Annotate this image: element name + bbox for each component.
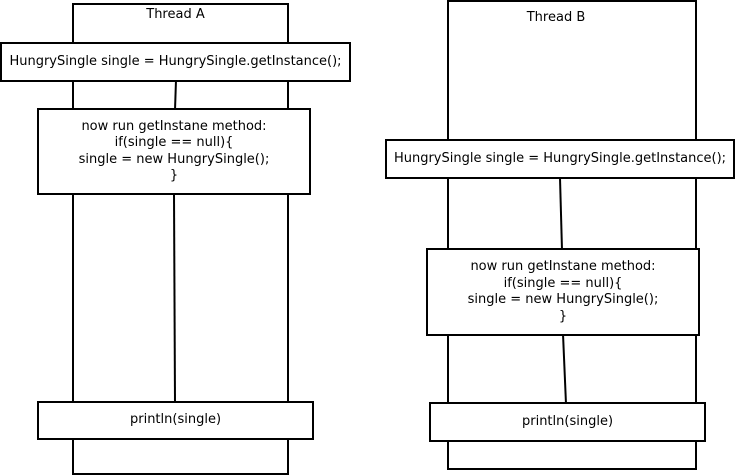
thread-a-print-box: println(single) <box>37 401 314 440</box>
method-line-1: now run getInstane method: <box>470 259 656 274</box>
method-line-1: now run getInstane method: <box>81 118 267 134</box>
thread-a-connector-2 <box>173 193 176 404</box>
thread-b-connector-2 <box>562 333 567 405</box>
thread-a-call-box: HungrySingle single = HungrySingle.getIn… <box>0 42 351 82</box>
thread-b-method-box: now run getInstane method: if(single == … <box>426 248 700 336</box>
thread-b-column <box>447 0 697 470</box>
thread-a-title: Thread A <box>146 7 205 22</box>
thread-a-connector-1 <box>174 79 177 111</box>
thread-a-call-text: HungrySingle single = HungrySingle.getIn… <box>9 53 342 69</box>
method-line-4: } <box>558 308 568 324</box>
thread-b-print-box: println(single) <box>429 402 706 442</box>
thread-b-title: Thread B <box>526 10 586 25</box>
thread-b-call-text: HungrySingle single = HungrySingle.getIn… <box>393 150 727 166</box>
method-line-2: if(single == null){ <box>114 135 234 150</box>
thread-b-print-text: println(single) <box>521 413 614 429</box>
method-line-3: single = new HungrySingle(); <box>78 151 270 167</box>
method-line-2: if(single == null){ <box>503 275 623 291</box>
thread-a-print-text: println(single) <box>129 412 222 428</box>
thread-a-column <box>72 3 289 475</box>
thread-a-method-box: now run getInstane method: if(single == … <box>37 108 311 195</box>
thread-b-call-box: HungrySingle single = HungrySingle.getIn… <box>385 139 735 179</box>
method-line-4: } <box>169 168 179 183</box>
thread-b-connector-1 <box>559 177 563 251</box>
method-line-3: single = new HungrySingle(); <box>467 292 659 307</box>
